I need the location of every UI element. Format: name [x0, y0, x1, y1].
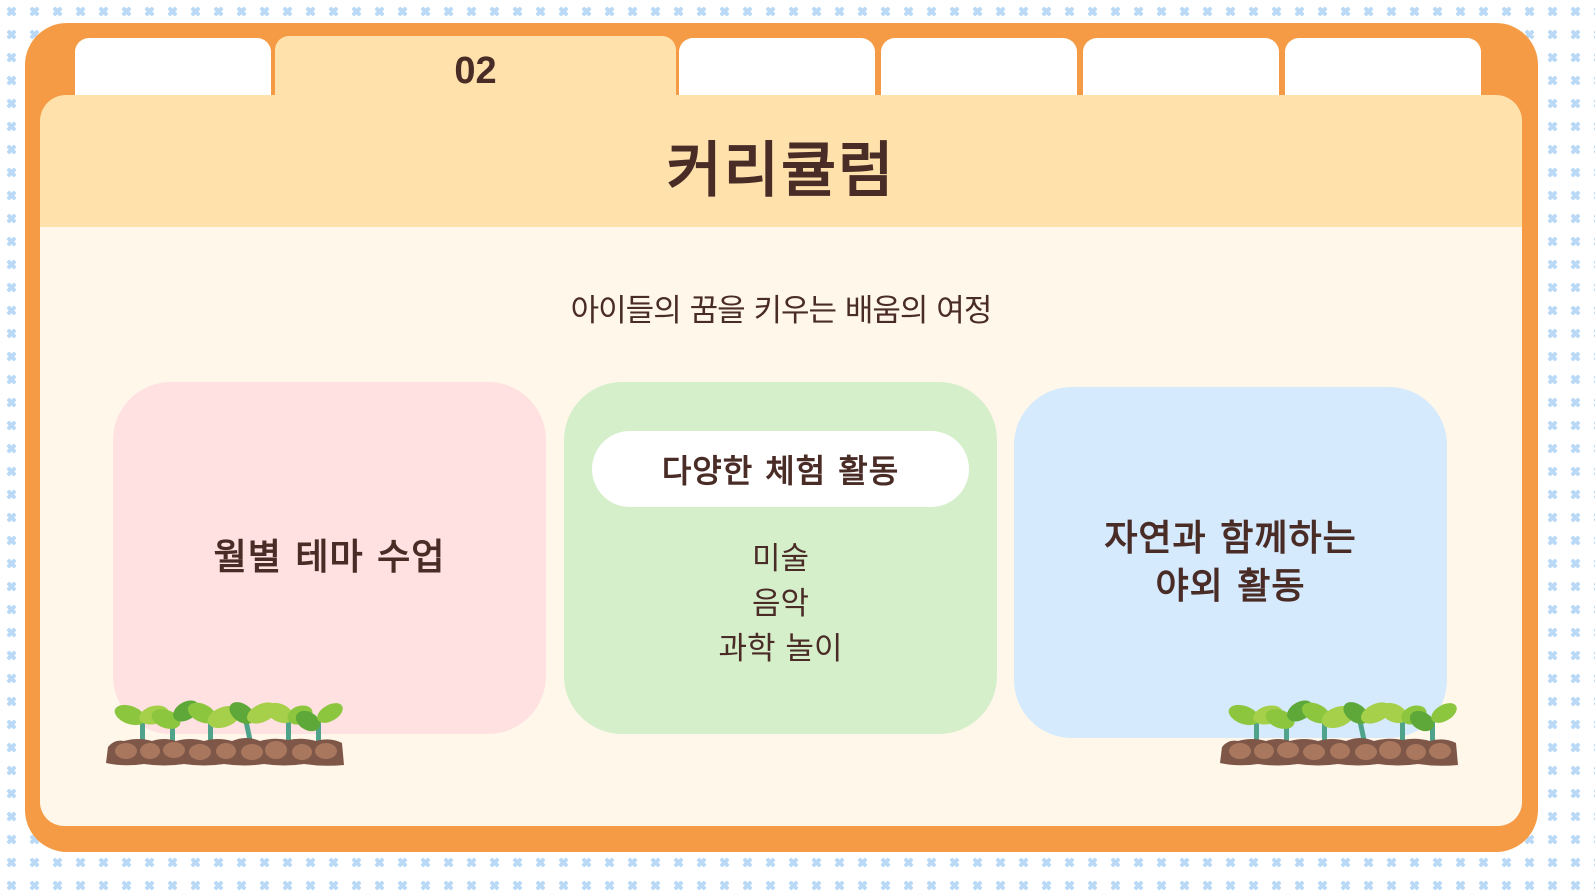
card-title: 월별 테마 수업 — [213, 537, 446, 578]
list-item: 미술 — [751, 541, 810, 577]
activity-list: 미술 음악 과학 놀이 — [564, 537, 997, 672]
list-item: 음악 — [751, 586, 810, 622]
subtitle: 아이들의 꿈을 키우는 배움의 여정 — [570, 293, 993, 329]
card-title: 자연과 함께하는 야외 활동 — [1104, 517, 1357, 607]
card-activities: 다양한 체험 활동 미술 음악 과학 놀이 — [564, 382, 997, 734]
content-panel: 아이들의 꿈을 키우는 배움의 여정 월별 테마 수업 다양한 체험 활동 미술… — [40, 227, 1522, 826]
card-monthly-theme: 월별 테마 수업 — [113, 382, 546, 734]
sprouts-in-soil-icon — [106, 700, 344, 766]
card-outdoor: 자연과 함께하는 야외 활동 — [1014, 387, 1447, 738]
card-pill-header: 다양한 체험 활동 — [592, 431, 969, 507]
list-item: 과학 놀이 — [718, 631, 843, 667]
pill-label: 다양한 체험 활동 — [661, 452, 900, 490]
slide-frame: 02 커리큘럼 아이들의 꿈을 키우는 배움의 여정 월별 테마 수업 다양한 … — [25, 23, 1538, 852]
page-title: 커리큘럼 — [666, 135, 896, 206]
sprouts-in-soil-icon — [1220, 700, 1458, 766]
header-band: 커리큘럼 — [40, 95, 1522, 227]
tab-number-label: 02 — [454, 50, 497, 92]
